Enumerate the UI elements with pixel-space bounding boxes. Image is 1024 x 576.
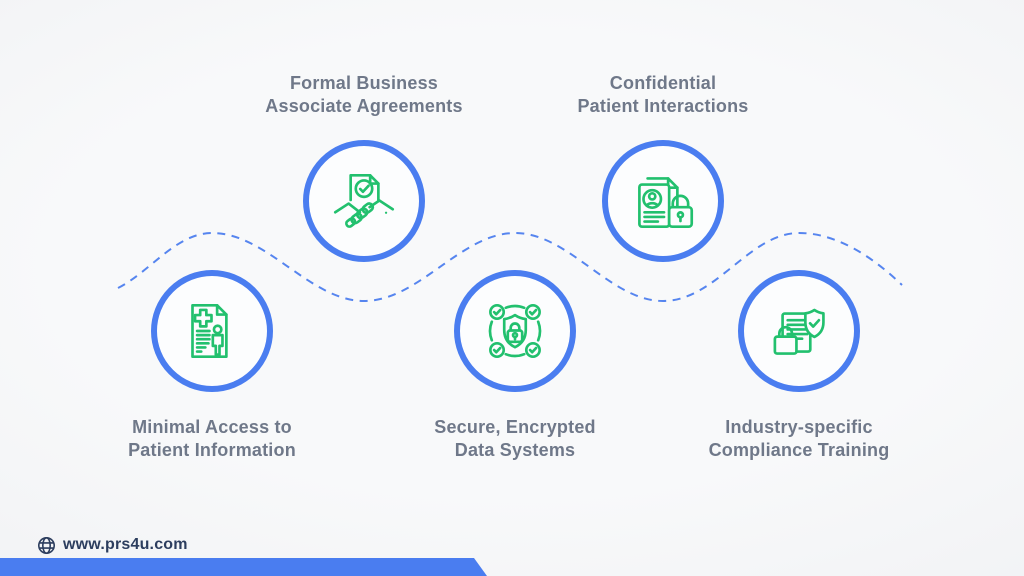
label-minimal-access: Minimal Access to Patient Information xyxy=(72,416,352,462)
node-minimal-access xyxy=(151,270,273,392)
shield-lock-checkmarks-icon xyxy=(488,304,542,358)
node-formal-business-agreements xyxy=(303,140,425,262)
label-line: Minimal Access to xyxy=(132,417,292,437)
label-line: Patient Information xyxy=(128,440,296,460)
medical-record-person-icon xyxy=(191,304,228,358)
label-line: Compliance Training xyxy=(708,440,890,460)
label-line: Associate Agreements xyxy=(265,96,463,116)
node-compliance-training xyxy=(738,270,860,392)
footer-website: www.prs4u.com xyxy=(37,534,188,556)
label-confidential-patient-interactions: Confidential Patient Interactions xyxy=(523,72,803,118)
label-secure-encrypted-systems: Secure, Encrypted Data Systems xyxy=(375,416,655,462)
label-formal-business-agreements: Formal Business Associate Agreements xyxy=(224,72,504,118)
globe-icon xyxy=(38,536,55,554)
document-check-handshake-icon xyxy=(333,174,395,228)
node-confidential-patient-interactions xyxy=(602,140,724,262)
label-compliance-training: Industry-specific Compliance Training xyxy=(659,416,939,462)
label-line: Industry-specific xyxy=(725,417,873,437)
patient-file-lock-icon xyxy=(638,177,694,228)
footer-accent-bar xyxy=(0,558,487,576)
website-url: www.prs4u.com xyxy=(63,536,188,553)
label-line: Secure, Encrypted xyxy=(434,417,596,437)
document-shield-lock-icon xyxy=(773,308,825,355)
label-line: Formal Business xyxy=(289,73,439,93)
node-secure-encrypted-systems xyxy=(454,270,576,392)
label-line: Confidential xyxy=(609,73,717,93)
label-line: Patient Interactions xyxy=(577,96,749,116)
label-line: Data Systems xyxy=(454,440,576,460)
